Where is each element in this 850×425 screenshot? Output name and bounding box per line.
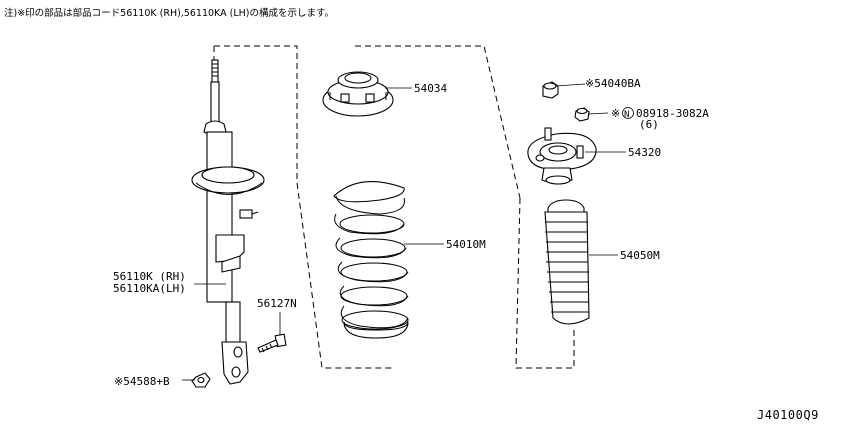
bolt-56127n[interactable]	[257, 333, 287, 353]
top-nut-54040ba[interactable]	[542, 81, 559, 99]
header-note: 注)※印の部品は部品コード56110K (RH),56110KA (LH)の構成…	[4, 7, 334, 19]
strut-assembly[interactable]	[191, 59, 265, 385]
stud-bolt-08918-3082a[interactable]	[574, 107, 590, 122]
label-strut-mount: 54320	[628, 146, 661, 159]
n-circle-icon	[622, 107, 634, 119]
diagram-code: J40100Q9	[757, 408, 819, 422]
label-bolt: 56127N	[257, 297, 297, 310]
coil-spring-54010m[interactable]	[333, 181, 409, 339]
bellows-54050m[interactable]	[544, 199, 590, 325]
nut-54588[interactable]	[191, 372, 211, 388]
spring-seat-54034[interactable]	[322, 71, 394, 117]
label-strut-rh: 56110K (RH)	[113, 270, 186, 283]
leader-lines	[182, 83, 626, 381]
label-stud-part: 08918-3082A	[636, 107, 709, 120]
strut-mount-54320[interactable]	[527, 127, 597, 185]
label-stud-bolt: ※ N 08918-3082A (6)	[611, 107, 709, 131]
label-coil-spring: 54010M	[446, 238, 486, 251]
label-strut-lh: 56110KA(LH)	[113, 282, 186, 295]
label-spring-seat: 54034	[414, 82, 447, 95]
label-bellows: 54050M	[620, 249, 660, 262]
label-nut: ※54588+B	[114, 375, 170, 388]
label-stud-qty: (6)	[639, 118, 659, 131]
assembly-guide-lines	[213, 45, 575, 369]
label-stud-mark: ※	[611, 107, 620, 120]
label-top-nut: ※54040BA	[585, 77, 641, 90]
label-stud-circle: N	[624, 110, 629, 120]
